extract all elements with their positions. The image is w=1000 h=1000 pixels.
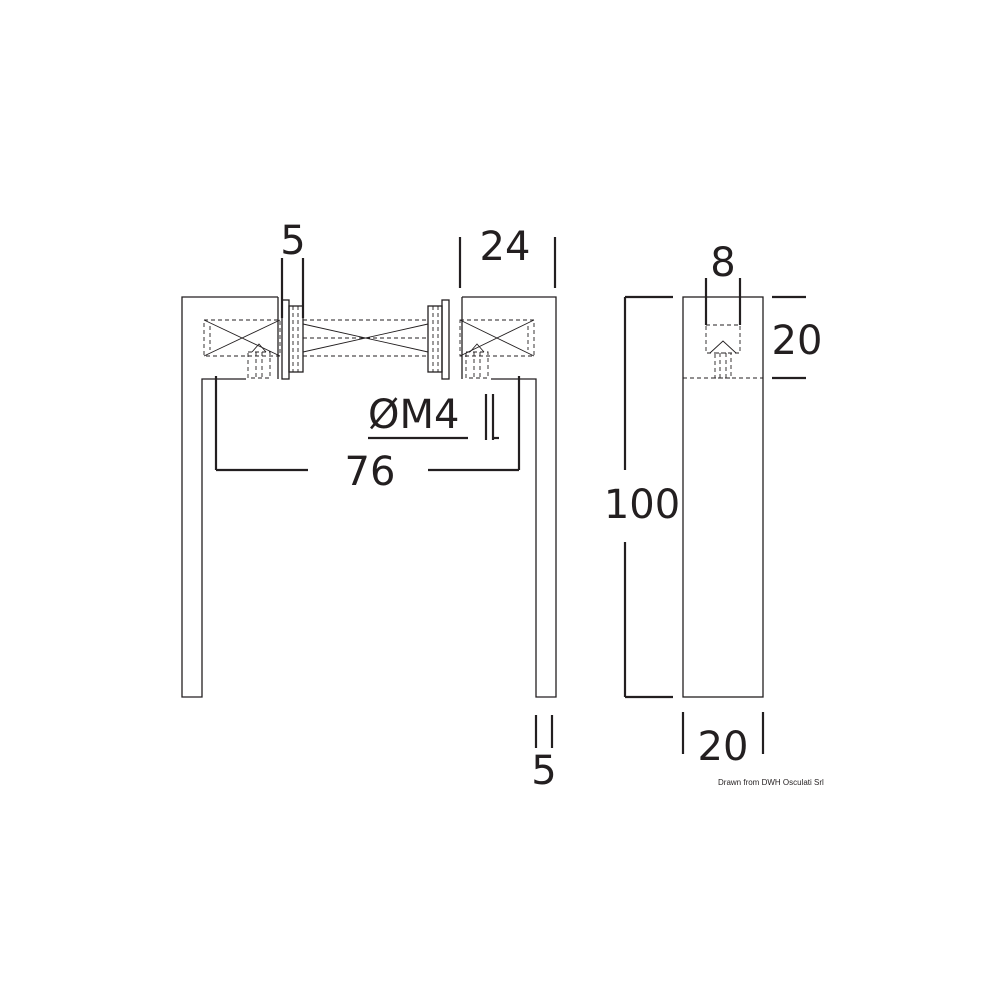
right-rosette [427,299,450,380]
dimension-hole-spacing: 76 [214,376,521,495]
dimension-label: 100 [604,482,680,528]
dimension-hole-width: 8 [704,240,742,325]
dimension-thread: ØM4 [368,392,499,440]
left-leg-outline [181,296,278,698]
left-rosette [281,299,304,380]
dimension-top-thickness: 5 [280,218,306,318]
dimension-label: 5 [531,748,556,794]
right-leg-outline [462,296,557,698]
dimension-label: 24 [480,224,531,270]
dimension-label: 20 [698,724,749,770]
front-view: 5 24 ØM4 76 5 [181,218,557,794]
connecting-rod [302,319,429,357]
dimension-label: ØM4 [368,392,459,438]
dimension-hole-depth: 20 [772,295,823,380]
dimension-label: 8 [710,240,735,286]
dimension-label: 20 [772,318,823,364]
left-mounting-block [203,319,281,379]
dimension-width: 20 [681,712,765,770]
dimension-grip-width: 24 [458,224,557,288]
side-view: 8 20 100 20 [604,240,823,770]
dimension-height: 100 [604,295,680,699]
dimension-label: 5 [280,218,305,264]
right-mounting-block [459,319,535,379]
credit-text: Drawn from DWH Osculati Srl [718,778,824,787]
dimension-bottom-thickness: 5 [531,715,557,794]
dimension-label: 76 [345,449,396,495]
threaded-hole [705,324,741,379]
side-body-outline [682,296,764,698]
